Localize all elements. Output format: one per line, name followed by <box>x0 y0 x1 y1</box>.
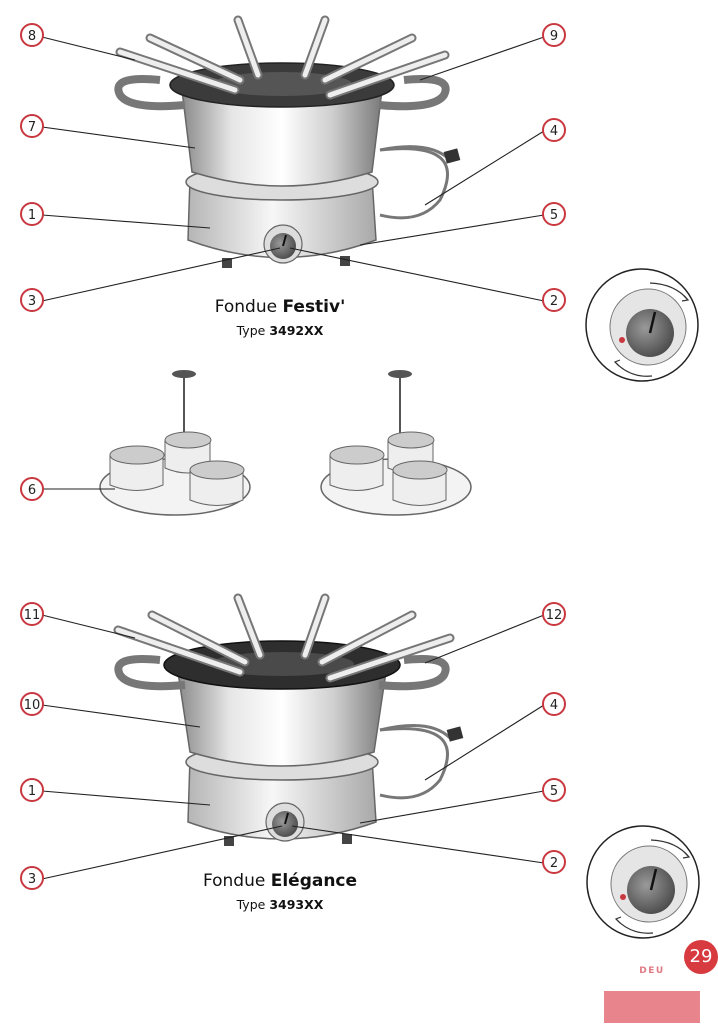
callout-5a: 5 <box>542 202 566 226</box>
svg-text:10: 10 <box>24 698 41 713</box>
page-number-badge: 29 <box>684 940 718 974</box>
thermostat-zoom-1 <box>585 268 699 382</box>
callout-2b: 2 <box>542 850 566 874</box>
svg-text:9: 9 <box>550 29 558 44</box>
product-name: Fondue Elégance <box>202 871 358 891</box>
product-caption-festiv: Fondue Festiv' Type 3492XX <box>180 297 380 338</box>
callout-1a: 1 <box>20 202 44 226</box>
fondue-festiv-illustration <box>114 15 461 268</box>
callout-10: 10 <box>20 692 44 716</box>
svg-text:2: 2 <box>550 294 558 309</box>
svg-text:1: 1 <box>28 784 36 799</box>
callout-1b: 1 <box>20 778 44 802</box>
callout-7: 7 <box>20 114 44 138</box>
thermostat-zoom-2 <box>586 825 700 939</box>
callout-8: 8 <box>20 23 44 47</box>
svg-text:12: 12 <box>546 608 563 623</box>
product-name: Fondue Festiv' <box>214 297 346 317</box>
product-type: Type 3493XX <box>236 897 324 912</box>
svg-text:5: 5 <box>550 784 558 799</box>
callout-11: 11 <box>20 602 44 626</box>
svg-text:6: 6 <box>28 483 36 498</box>
callout-2a: 2 <box>542 288 566 312</box>
svg-text:5: 5 <box>550 208 558 223</box>
svg-text:8: 8 <box>28 29 36 44</box>
svg-text:3: 3 <box>28 294 36 309</box>
svg-text:1: 1 <box>28 208 36 223</box>
language-tab-bar <box>604 991 700 1023</box>
callout-4b: 4 <box>542 692 566 716</box>
callout-markers: 8 9 7 4 1 5 3 2 6 11 12 10 4 1 5 3 2 <box>20 23 566 890</box>
callout-6: 6 <box>20 477 44 501</box>
leader-lines <box>41 36 545 880</box>
callout-9: 9 <box>542 23 566 47</box>
language-label: DEU <box>639 966 665 976</box>
callout-5b: 5 <box>542 778 566 802</box>
svg-text:4: 4 <box>550 124 558 139</box>
product-caption-elegance: Fondue Elégance Type 3493XX <box>150 871 410 912</box>
svg-text:11: 11 <box>24 608 41 623</box>
callout-4a: 4 <box>542 118 566 142</box>
product-type: Type 3492XX <box>236 323 324 338</box>
sauce-bowls-right <box>320 370 472 516</box>
svg-text:4: 4 <box>550 698 558 713</box>
svg-text:3: 3 <box>28 872 36 887</box>
svg-text:2: 2 <box>550 856 558 871</box>
fondue-elegance-illustration <box>113 593 464 846</box>
callout-3a: 3 <box>20 288 44 312</box>
callout-12: 12 <box>542 602 566 626</box>
svg-text:7: 7 <box>28 120 36 135</box>
callout-3b: 3 <box>20 866 44 890</box>
sauce-bowls-left <box>99 370 251 516</box>
